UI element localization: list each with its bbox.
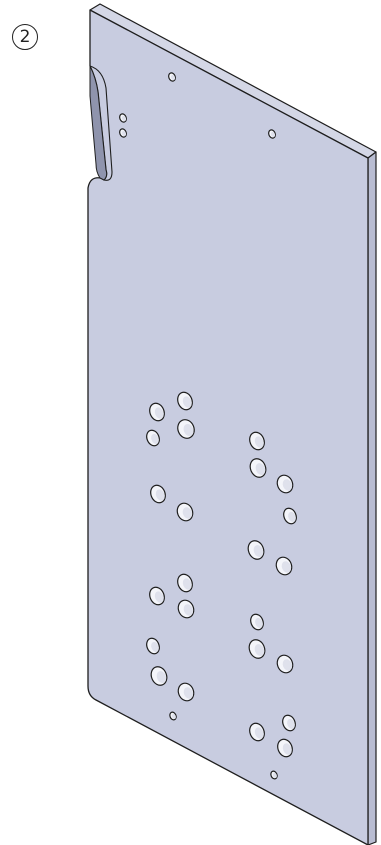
plate-cutout-notch: [89, 65, 113, 181]
plate-front-face: [87, 9, 369, 845]
mounting-hole-shade: [182, 507, 193, 519]
mounting-hole-shade: [182, 578, 192, 590]
mounting-hole-shade: [273, 772, 277, 778]
mounting-hole-shade: [122, 115, 127, 122]
mounting-hole-shade: [182, 396, 192, 408]
mounting-hole-shade: [183, 687, 194, 699]
mounting-hole-shade: [172, 713, 176, 719]
mounting-hole-shade: [253, 545, 264, 558]
mounting-hole-shade: [282, 659, 293, 671]
mounting-hole-shade: [254, 436, 264, 448]
mounting-hole-shade: [183, 604, 194, 616]
mounting-hole-shade: [281, 561, 292, 573]
mounting-hole-shade: [171, 74, 176, 81]
mounting-hole-shade: [156, 671, 167, 684]
mounting-hole-shade: [122, 130, 127, 137]
mounting-holes: [119, 72, 297, 780]
mounting-hole-shade: [154, 591, 164, 603]
mounting-hole-shade: [255, 463, 266, 476]
mounting-hole-shade: [155, 489, 165, 501]
mounting-hole-shade: [271, 131, 276, 138]
mounting-hole-shade: [287, 718, 295, 729]
mounting-hole-shade: [282, 743, 292, 755]
plate-side-edge: [367, 151, 377, 845]
mounting-hole-shade: [288, 511, 296, 522]
mounting-hole-shade: [254, 644, 265, 657]
mounting-hole-shade: [151, 641, 159, 652]
step-number-badge: 2: [12, 24, 38, 50]
mounting-hole-shade: [151, 433, 159, 444]
step-number: 2: [19, 26, 31, 47]
mounting-hole-shade: [282, 479, 293, 491]
mounting-hole-shade: [255, 617, 263, 628]
mounting-hole-shade: [183, 424, 194, 437]
mounting-hole-shade: [154, 407, 164, 419]
mounting-hole-shade: [254, 727, 264, 739]
